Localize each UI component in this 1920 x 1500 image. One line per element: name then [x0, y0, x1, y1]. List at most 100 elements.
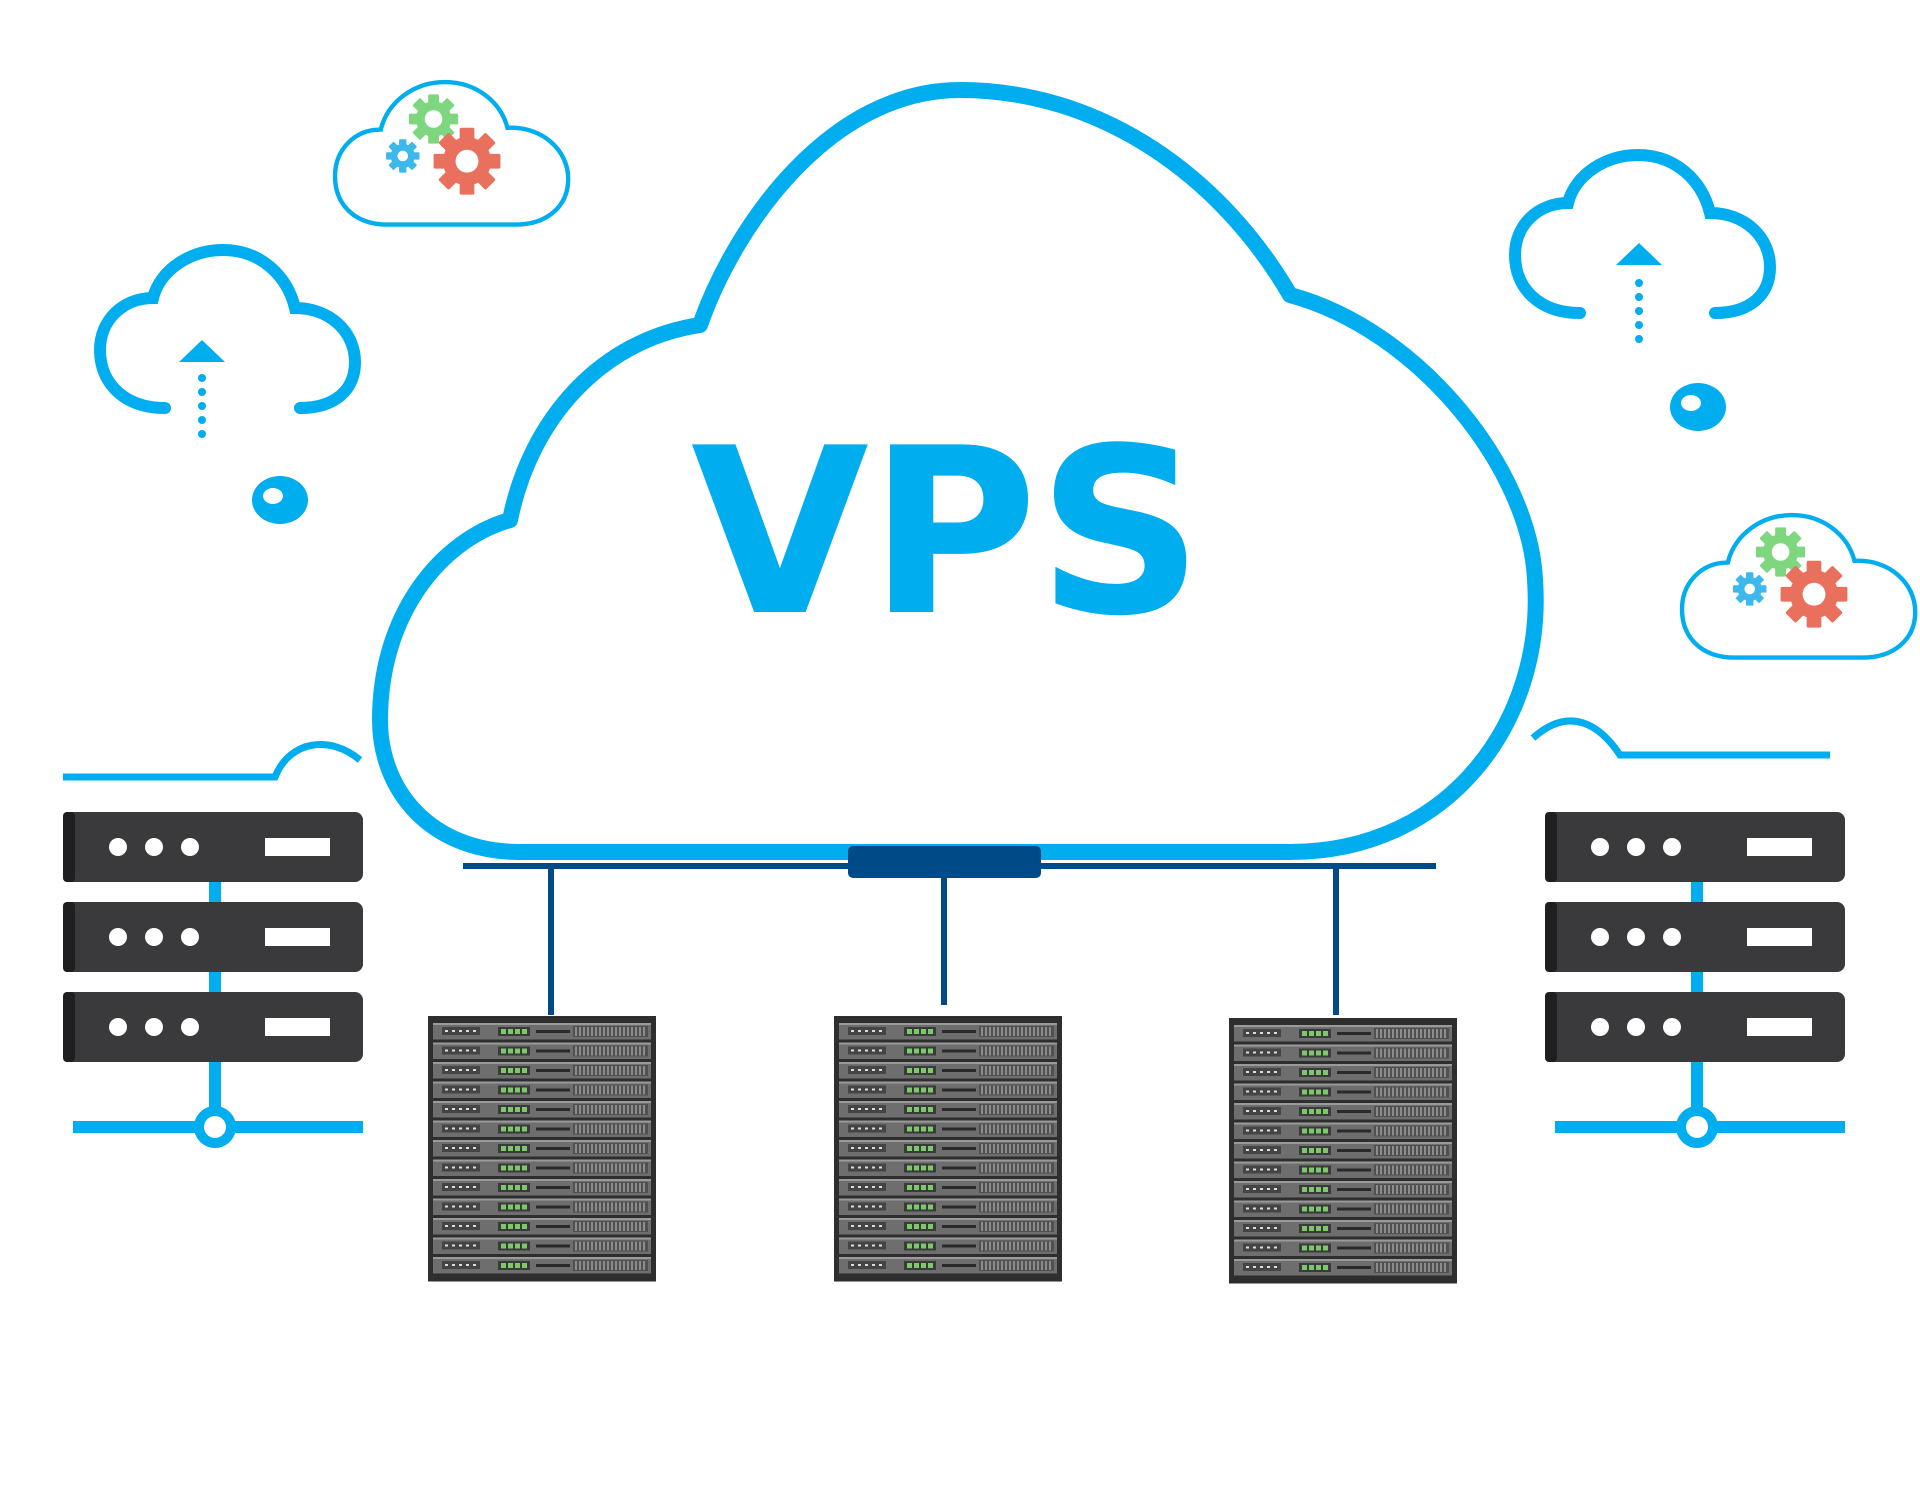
rack-led	[522, 1263, 527, 1268]
rack-unit	[1234, 1142, 1452, 1159]
rack-led	[907, 1029, 912, 1034]
rack-vent	[573, 1104, 648, 1115]
rack-unit	[433, 1023, 651, 1040]
server-unit	[1545, 812, 1845, 882]
rack-led	[1309, 1148, 1314, 1153]
rack-led	[1309, 1245, 1314, 1251]
rack-led	[921, 1068, 926, 1073]
rack-led	[515, 1048, 520, 1054]
server-led	[1591, 928, 1609, 946]
rack-unit	[839, 1101, 1057, 1118]
rack-unit	[839, 1218, 1057, 1235]
rack-led	[508, 1107, 513, 1112]
rack-vent	[1374, 1145, 1449, 1156]
rack-led	[914, 1263, 919, 1268]
rack-led	[508, 1204, 513, 1210]
rack-led	[914, 1224, 919, 1229]
rack-led	[515, 1204, 520, 1210]
rack-led	[508, 1165, 513, 1171]
rack-led	[1309, 1109, 1314, 1114]
rack-led	[914, 1068, 919, 1073]
rack-led	[1323, 1050, 1328, 1056]
server-led	[109, 928, 127, 946]
rack-unit	[433, 1120, 651, 1137]
rack-vent	[1374, 1223, 1449, 1234]
rack-led	[1316, 1245, 1321, 1251]
rack-led	[914, 1126, 919, 1132]
rack-led	[501, 1126, 506, 1132]
rack-led	[1316, 1109, 1321, 1114]
rack-vent	[979, 1162, 1054, 1174]
rack-led	[522, 1224, 527, 1229]
server-led	[1627, 838, 1645, 856]
server-led	[145, 1018, 163, 1036]
rack-vent	[573, 1221, 648, 1232]
rack-vent	[979, 1221, 1054, 1232]
rack-led	[1302, 1187, 1307, 1192]
server-stack-icon	[1545, 812, 1845, 1148]
rack-led	[515, 1243, 520, 1249]
rack-led	[501, 1087, 506, 1093]
rack-vent	[573, 1026, 648, 1037]
server-slot	[1747, 1018, 1812, 1036]
server-led	[181, 1018, 199, 1036]
rack-unit	[433, 1159, 651, 1176]
rack-led	[1316, 1128, 1321, 1134]
rack-unit	[1234, 1103, 1452, 1120]
rack-led	[1302, 1031, 1307, 1036]
rack-unit	[433, 1237, 651, 1254]
rack-led	[921, 1126, 926, 1132]
rack-led	[1316, 1089, 1321, 1095]
rack-led	[921, 1048, 926, 1054]
rack-led	[907, 1263, 912, 1268]
server-led	[145, 838, 163, 856]
server-slot	[265, 928, 330, 946]
rack-vent	[1374, 1106, 1449, 1117]
rack-led	[508, 1263, 513, 1268]
rack-led	[515, 1087, 520, 1093]
rack-led	[501, 1204, 506, 1210]
rack-led	[928, 1243, 933, 1249]
rack-unit	[1234, 1200, 1452, 1217]
rack-vent	[573, 1143, 648, 1154]
rack-led	[928, 1263, 933, 1268]
rack-led	[1316, 1206, 1321, 1212]
rack-led	[1316, 1031, 1321, 1036]
server-slot	[1747, 928, 1812, 946]
server-unit	[63, 992, 363, 1062]
rack-led	[907, 1048, 912, 1054]
rack-led	[501, 1224, 506, 1229]
vps-label: VPS	[691, 400, 1203, 667]
rack-unit	[1234, 1025, 1452, 1042]
rack-led	[508, 1087, 513, 1093]
rack-unit	[1234, 1044, 1452, 1061]
rack-vent	[979, 1123, 1054, 1135]
rack-vent	[1374, 1125, 1449, 1137]
rack-led	[1309, 1070, 1314, 1075]
rack-vent	[1374, 1028, 1449, 1039]
rack-unit	[433, 1140, 651, 1157]
rack-unit	[839, 1120, 1057, 1137]
rack-led	[1323, 1206, 1328, 1212]
rack-led	[1309, 1226, 1314, 1231]
rack-led	[914, 1185, 919, 1190]
rack-unit	[1234, 1083, 1452, 1100]
rack-led	[508, 1068, 513, 1073]
server-led	[1663, 928, 1681, 946]
rack-unit	[433, 1179, 651, 1196]
rack-vent	[979, 1240, 1054, 1252]
rack-led	[921, 1224, 926, 1229]
rack-led	[1323, 1148, 1328, 1153]
stack-node	[1676, 1106, 1718, 1148]
rack-led	[921, 1107, 926, 1112]
rack-led	[515, 1068, 520, 1073]
rack-vent	[1374, 1242, 1449, 1254]
rack-led	[515, 1146, 520, 1151]
rack-led	[914, 1029, 919, 1034]
rack-unit	[839, 1081, 1057, 1098]
rack-led	[1323, 1089, 1328, 1095]
rack-unit	[839, 1062, 1057, 1079]
rack-unit	[433, 1218, 651, 1235]
